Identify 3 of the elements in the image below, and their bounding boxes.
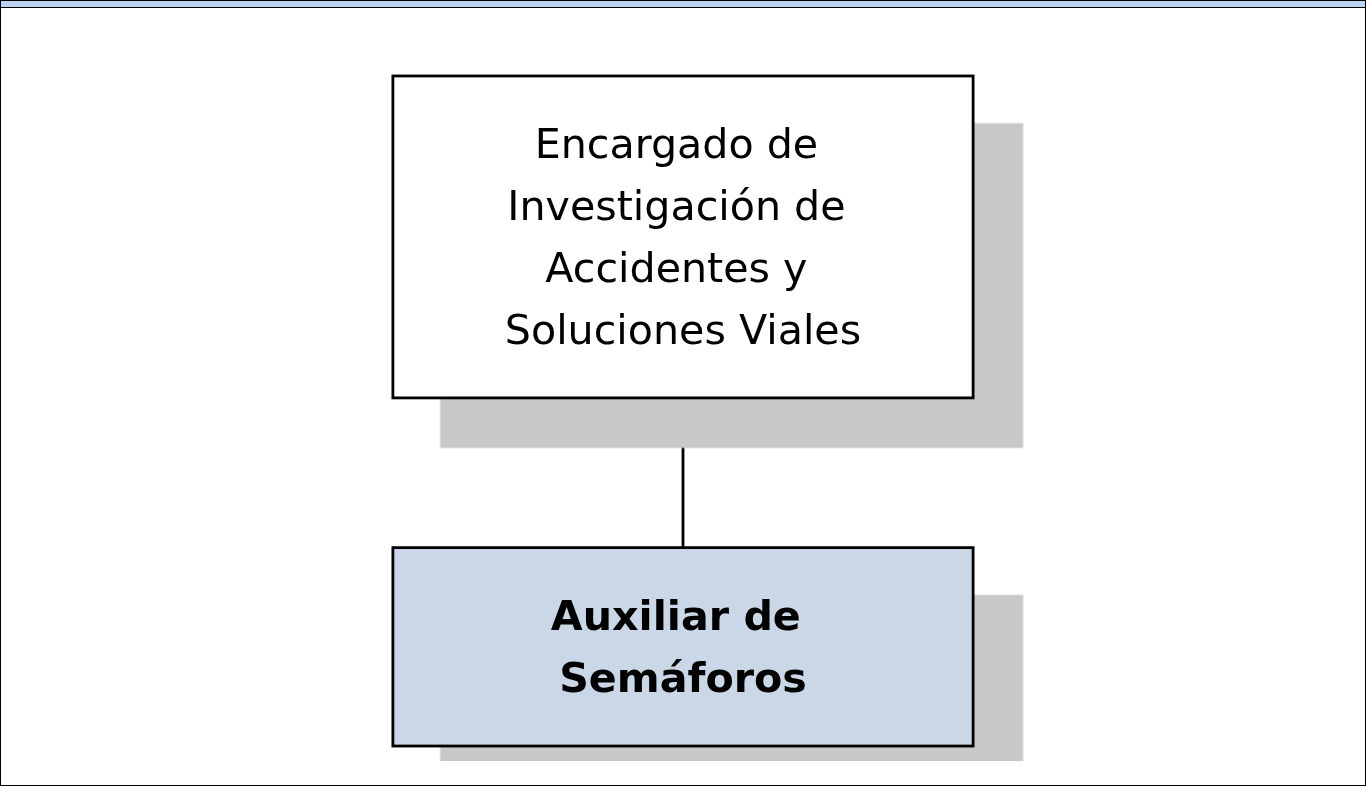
connector [681,397,685,548]
node-box: Encargado de Investigación de Accidentes y Soluciones Viales [391,74,975,400]
node-box: Auxiliar de Semáforos [391,546,975,748]
